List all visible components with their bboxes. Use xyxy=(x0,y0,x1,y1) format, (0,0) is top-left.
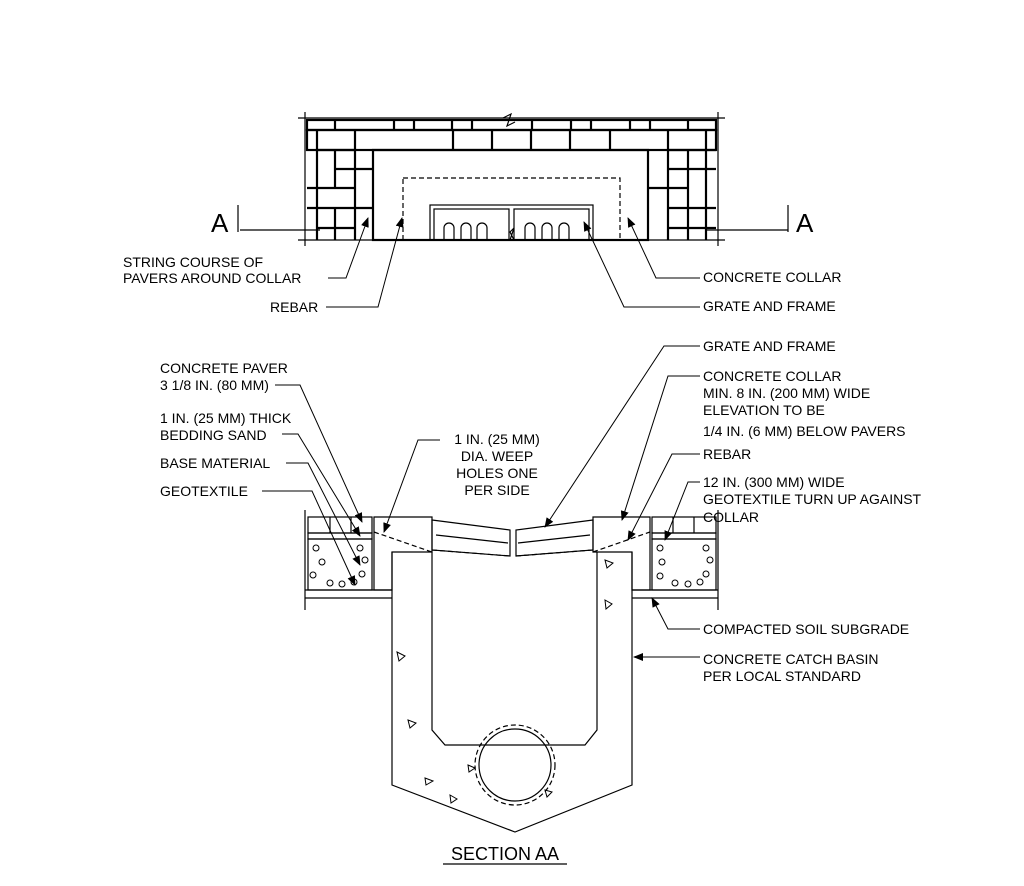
label-weep-holes-1: 1 IN. (25 MM) xyxy=(454,431,540,447)
label-concrete-paver-2: 3 1/8 IN. (80 MM) xyxy=(160,377,269,393)
section-mark-left: A xyxy=(211,208,229,238)
label-bedding-sand-1: 1 IN. (25 MM) THICK xyxy=(160,410,292,426)
section-cut-line-left xyxy=(237,205,320,232)
label-concrete-collar-plan: CONCRETE COLLAR xyxy=(703,269,841,285)
label-string-course-1: STRING COURSE OF xyxy=(123,254,263,270)
label-catch-basin-1: CONCRETE CATCH BASIN xyxy=(703,651,879,667)
pavers-right xyxy=(651,516,717,591)
label-collar-3: ELEVATION TO BE xyxy=(703,402,825,418)
catch-basin-section xyxy=(391,552,633,833)
grate-section xyxy=(431,519,594,557)
section-view: GRATE AND FRAME CONCRETE PAVER 3 1/8 IN.… xyxy=(160,338,922,865)
label-subgrade: COMPACTED SOIL SUBGRADE xyxy=(703,621,909,637)
subgrade-hatch xyxy=(305,589,718,599)
concrete-collar-section xyxy=(373,516,651,591)
label-collar-2: MIN. 8 IN. (200 MM) WIDE xyxy=(703,385,870,401)
label-weep-holes-4: PER SIDE xyxy=(464,482,529,498)
section-cut-line-right xyxy=(705,205,789,232)
label-concrete-paver-1: CONCRETE PAVER xyxy=(160,360,288,376)
section-title: SECTION AA xyxy=(451,844,559,864)
label-grate-frame-section: GRATE AND FRAME xyxy=(703,338,836,354)
label-collar-4: 1/4 IN. (6 MM) BELOW PAVERS xyxy=(703,423,906,439)
pavers-left xyxy=(307,516,373,591)
plan-view: A A STRING COURSE OF PAVERS AROUND COLLA… xyxy=(123,112,841,315)
label-string-course-2: PAVERS AROUND COLLAR xyxy=(123,270,301,286)
label-weep-holes-3: HOLES ONE xyxy=(456,465,538,481)
label-weep-holes-2: DIA. WEEP xyxy=(461,448,533,464)
label-grate-frame-plan: GRATE AND FRAME xyxy=(703,298,836,314)
label-rebar-plan: REBAR xyxy=(270,299,318,315)
label-collar-1: CONCRETE COLLAR xyxy=(703,368,841,384)
label-geotextile-turn-3: COLLAR xyxy=(703,509,759,525)
label-bedding-sand-2: BEDDING SAND xyxy=(160,427,267,443)
outlet-pipe xyxy=(478,728,552,802)
label-rebar-section: REBAR xyxy=(703,446,751,462)
label-geotextile-turn-2: GEOTEXTILE TURN UP AGAINST xyxy=(703,491,922,507)
label-catch-basin-2: PER LOCAL STANDARD xyxy=(703,668,861,684)
label-geotextile: GEOTEXTILE xyxy=(160,483,248,499)
label-geotextile-turn-1: 12 IN. (300 MM) WIDE xyxy=(703,474,845,490)
section-mark-right: A xyxy=(796,208,814,238)
paver-course xyxy=(305,118,718,242)
label-base-material: BASE MATERIAL xyxy=(160,455,270,471)
